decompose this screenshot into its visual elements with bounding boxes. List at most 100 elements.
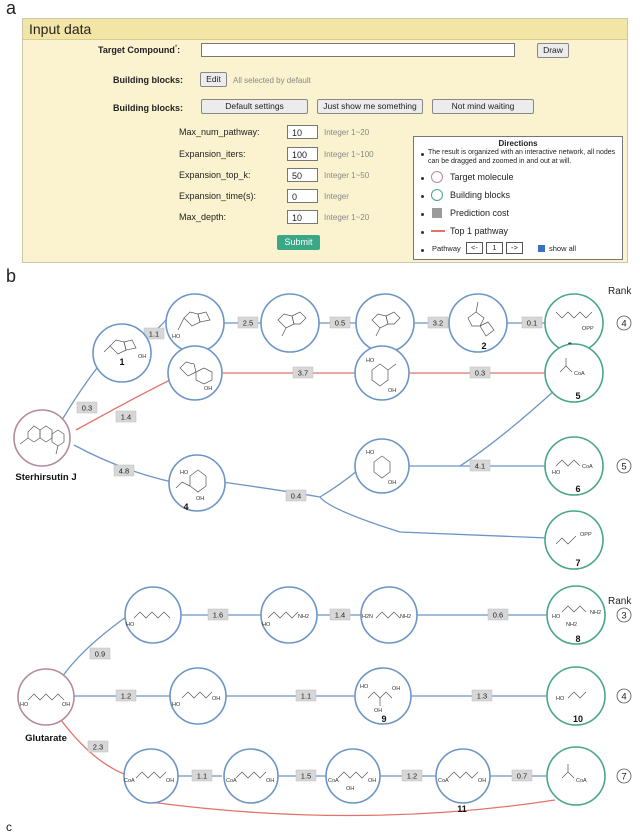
molecule-structure: OPP bbox=[555, 532, 592, 545]
intermediate-node-b[interactable] bbox=[260, 293, 320, 353]
edge-start-to-1 bbox=[61, 367, 98, 421]
chain bbox=[447, 771, 479, 779]
target-compound-input[interactable] bbox=[201, 43, 515, 57]
intermediate-node-d[interactable] bbox=[167, 345, 223, 401]
chain bbox=[181, 691, 213, 699]
submit-button[interactable]: Submit bbox=[277, 235, 320, 250]
cost-box bbox=[295, 689, 317, 702]
building-block-node-6[interactable] bbox=[544, 436, 604, 496]
intermediate-node-g3[interactable] bbox=[325, 748, 381, 804]
intermediate-node-d2[interactable] bbox=[169, 667, 227, 725]
mol-label: HO bbox=[360, 684, 369, 690]
next-pathway-button[interactable]: -> bbox=[506, 242, 523, 254]
all-selected-hint: All selected by default bbox=[233, 76, 311, 85]
intermediate-node-9[interactable] bbox=[354, 667, 412, 725]
cost-value: 0.6 bbox=[493, 611, 503, 620]
intermediate-node-2[interactable] bbox=[448, 293, 508, 353]
intermediate-node-f3[interactable] bbox=[223, 748, 279, 804]
mol-label: NH2 bbox=[590, 610, 601, 616]
chain bbox=[235, 771, 267, 779]
cost-value: 1.1 bbox=[149, 330, 159, 339]
ring bbox=[385, 311, 401, 325]
show-all-checkbox[interactable] bbox=[538, 245, 545, 252]
bullet-6 bbox=[421, 249, 424, 252]
show-all-label: show all bbox=[549, 244, 577, 253]
compound-number-6: 6 bbox=[575, 484, 580, 494]
edge-top-pathway-curve bbox=[149, 799, 556, 817]
default-settings-button[interactable]: Default settings bbox=[201, 99, 308, 114]
cost-box bbox=[115, 689, 137, 702]
building-block-node-7[interactable] bbox=[544, 510, 604, 570]
cost-box bbox=[329, 316, 351, 329]
building-blocks-legend-label: Building blocks bbox=[450, 190, 511, 200]
mol-label: OH bbox=[212, 696, 220, 702]
intermediate-node-4[interactable] bbox=[168, 454, 226, 512]
bullet-4 bbox=[421, 213, 424, 216]
building-block-node-10[interactable] bbox=[546, 666, 606, 726]
cost-box bbox=[401, 769, 423, 782]
mol-label: HO bbox=[172, 334, 181, 340]
prev-pathway-button[interactable]: <- bbox=[466, 242, 483, 254]
mol-label: CoA bbox=[438, 778, 449, 784]
expansion-iters-hint: Integer 1~100 bbox=[324, 150, 374, 159]
ring bbox=[467, 311, 485, 327]
cost-box bbox=[191, 769, 213, 782]
expansion-iters-input[interactable]: 100 bbox=[287, 147, 318, 161]
expansion-time-input[interactable]: 0 bbox=[287, 189, 318, 203]
intermediate-node-c2[interactable] bbox=[360, 586, 418, 644]
molecule-structure: HO bbox=[556, 691, 587, 702]
molecule-structure: HO CoA bbox=[552, 459, 593, 476]
molecule-structure: HO OH bbox=[175, 469, 207, 502]
bond bbox=[475, 301, 479, 313]
molecule-structure: CoA OH bbox=[226, 771, 274, 784]
mol-label: OH bbox=[478, 778, 486, 784]
target-node-sterhirsutin[interactable] bbox=[13, 409, 71, 467]
intermediate-node-e[interactable] bbox=[354, 345, 410, 401]
bond bbox=[55, 445, 59, 455]
mol-label: OPP bbox=[582, 326, 594, 332]
building-blocks-legend-icon bbox=[431, 189, 443, 201]
bullet-2 bbox=[421, 177, 424, 180]
molecule-structure: CoA bbox=[559, 358, 585, 377]
expansion-top-k-label: Expansion_top_k: bbox=[179, 170, 251, 180]
cost-value: 2.3 bbox=[93, 743, 103, 752]
not-mind-waiting-button[interactable]: Not mind waiting bbox=[432, 99, 534, 114]
cost-value: 0.3 bbox=[82, 404, 92, 413]
bond bbox=[281, 327, 287, 337]
target-node-glutarate[interactable] bbox=[17, 668, 75, 726]
intermediate-node-e2[interactable] bbox=[354, 438, 410, 494]
ring bbox=[479, 321, 495, 337]
input-data-header: Input data bbox=[23, 19, 627, 40]
building-block-node-acetyl-coa[interactable] bbox=[546, 746, 606, 806]
molecule-structure: HO bbox=[126, 611, 171, 628]
compound-number-8: 8 bbox=[575, 634, 580, 644]
mol-label: HO bbox=[552, 614, 561, 620]
intermediate-node-e3[interactable] bbox=[123, 748, 179, 804]
expansion-top-k-input[interactable]: 50 bbox=[287, 168, 318, 182]
intermediate-node-a2[interactable] bbox=[124, 586, 182, 644]
building-block-node-5[interactable] bbox=[544, 343, 604, 403]
building-block-node-8[interactable] bbox=[546, 585, 606, 645]
edit-button[interactable]: Edit bbox=[200, 72, 227, 87]
just-show-me-something-button[interactable]: Just show me something bbox=[317, 99, 423, 114]
cost-box bbox=[511, 769, 533, 782]
compound-number-4: 4 bbox=[183, 502, 188, 512]
rank-badge bbox=[616, 688, 632, 704]
molecule-structure: HO OH bbox=[366, 358, 396, 394]
max-num-pathway-input[interactable]: 10 bbox=[287, 125, 318, 139]
edge-e2-to-5 bbox=[459, 389, 556, 467]
cost-value: 3.7 bbox=[298, 369, 308, 378]
expansion-iters-label: Expansion_iters: bbox=[179, 149, 246, 159]
start-label-glutarate: Glutarate bbox=[25, 733, 67, 744]
max-depth-input[interactable]: 10 bbox=[287, 210, 318, 224]
rank-value: 4 bbox=[621, 319, 626, 330]
intermediate-node-a[interactable] bbox=[165, 293, 225, 353]
mol-label: HO bbox=[366, 358, 375, 364]
intermediate-node-1[interactable] bbox=[92, 323, 152, 383]
pathway-page-field[interactable]: 1 bbox=[486, 242, 503, 254]
intermediate-node-c[interactable] bbox=[355, 293, 415, 353]
molecule-structure: OH bbox=[103, 339, 146, 360]
draw-button[interactable]: Draw bbox=[537, 43, 569, 58]
intermediate-node-11[interactable] bbox=[435, 748, 491, 804]
mol-label: HO bbox=[20, 702, 29, 708]
